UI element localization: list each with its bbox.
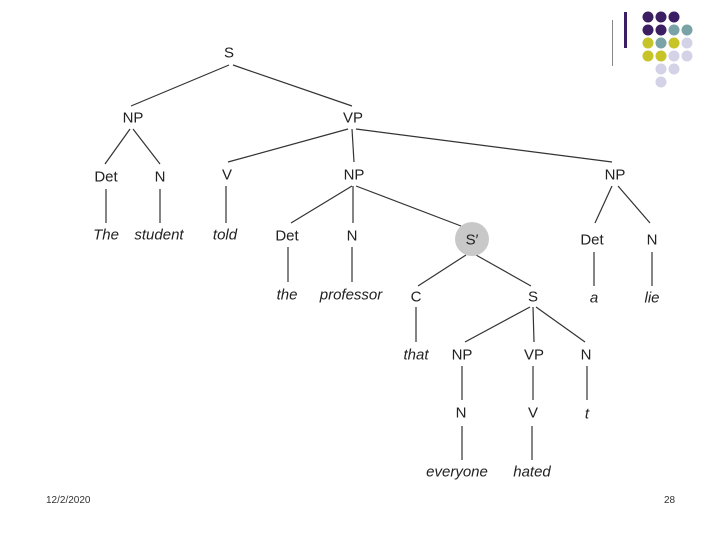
edge-np-det3 [594, 185, 613, 224]
accent-bar-thin [612, 20, 613, 66]
node-n-subject: N [154, 168, 166, 186]
node-vp-embedded: VP [523, 346, 545, 364]
word-that: that [403, 346, 429, 364]
s-bar-highlight [455, 222, 489, 256]
decor-dot [668, 50, 680, 62]
decor-dot [655, 37, 667, 49]
node-det-subject: Det [94, 168, 118, 186]
node-n-trace: N [580, 346, 592, 364]
word-student: student [134, 226, 184, 244]
node-n-lie: N [646, 231, 658, 249]
edge-np-n [132, 128, 161, 165]
node-det-lie: Det [580, 231, 604, 249]
decor-dot [655, 76, 667, 88]
decor-dot [668, 11, 680, 23]
accent-bar [624, 12, 627, 48]
edge-vp-v [227, 128, 349, 163]
word-professor: professor [319, 286, 383, 304]
decor-dot [681, 37, 693, 49]
decor-dot [642, 24, 654, 36]
edge-sbar-s [475, 254, 532, 287]
decor-dot [681, 24, 693, 36]
edge-vp-np2 [355, 128, 613, 163]
decor-dot [681, 50, 693, 62]
decor-dot [668, 37, 680, 49]
edge-np-sbar [355, 185, 462, 227]
decor-dot [655, 24, 667, 36]
node-np-lie: NP [604, 166, 626, 184]
node-s-bar: S′ [465, 231, 479, 249]
node-v-main: V [221, 166, 233, 184]
decor-dot [668, 63, 680, 75]
node-np-subject: NP [122, 109, 144, 127]
decor-dot [642, 50, 654, 62]
node-s-embedded: S [527, 288, 539, 306]
word-the: The [93, 226, 119, 244]
node-vp-main: VP [342, 109, 364, 127]
node-s-root: S [223, 44, 235, 62]
edge-vp-np [351, 128, 355, 163]
decor-dot [655, 63, 667, 75]
node-n-object: N [346, 227, 358, 245]
word-hated: hated [513, 463, 551, 481]
edge-s-n-trace [535, 306, 586, 343]
slide-page-number: 28 [664, 495, 676, 506]
node-det-object: Det [275, 227, 299, 245]
edge-np-det [104, 128, 131, 165]
node-np-object: NP [343, 166, 365, 184]
edge-s-vp2 [532, 306, 535, 343]
edge-sbar-c [417, 254, 467, 287]
slide-date: 12/2/2020 [46, 495, 91, 506]
node-v-embedded: V [527, 404, 539, 422]
edge-s-np [130, 64, 230, 107]
edge-s-vp [232, 64, 353, 107]
decor-dot [655, 50, 667, 62]
node-np-embedded: NP [451, 346, 473, 364]
word-lie: lie [644, 289, 660, 307]
edge-s-np3 [464, 306, 531, 343]
word-everyone: everyone [426, 463, 488, 481]
node-n-embedded: N [455, 404, 467, 422]
word-the-2: the [276, 286, 298, 304]
edge-np-n4 [617, 185, 651, 224]
decor-dot [642, 37, 654, 49]
edge-np-det2 [290, 185, 353, 224]
decor-dot [655, 11, 667, 23]
word-told: told [212, 226, 238, 244]
word-a: a [589, 289, 599, 307]
decor-dot [668, 24, 680, 36]
node-c: C [410, 288, 422, 306]
word-t-trace: t [584, 405, 590, 423]
decor-dot [642, 11, 654, 23]
